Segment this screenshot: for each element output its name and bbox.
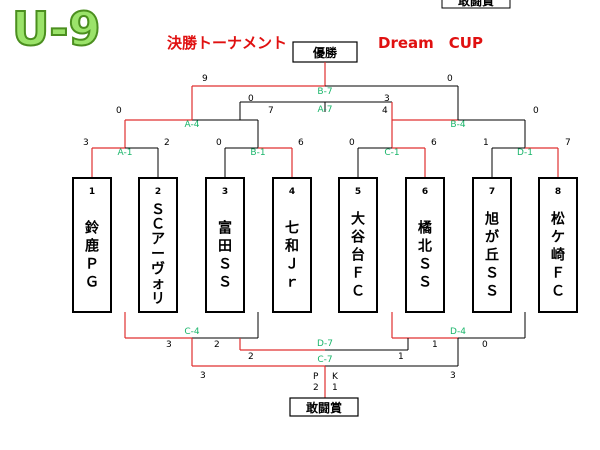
upper-scores: 3 2 0 6 0 6 1 7 0 7 3 0 0 4 9 0 xyxy=(83,74,571,148)
match-label-b1: B-1 xyxy=(250,148,265,158)
top-right-box xyxy=(441,0,511,9)
team-number: 8 xyxy=(555,187,561,197)
team-name: 七和Ｊｒ xyxy=(285,220,299,290)
title-dream-cup: Dream CUP xyxy=(378,34,483,52)
score-d4-left: 1 xyxy=(432,340,438,350)
score-b7-left: 9 xyxy=(202,74,208,84)
pk-k-label: K xyxy=(332,372,339,382)
team-name: 富田ＳＳ xyxy=(218,219,232,290)
score-a4-right: 7 xyxy=(268,106,274,116)
team-box-3: 3 富田ＳＳ xyxy=(205,177,245,313)
pk-p-label: P xyxy=(313,372,319,382)
match-label-d4: D-4 xyxy=(450,327,466,337)
team-box-frame xyxy=(205,177,245,313)
score-a1-left: 3 xyxy=(83,138,89,148)
team-box-frame xyxy=(272,177,312,313)
team-box-frame xyxy=(138,177,178,313)
match-label-b7: B-7 xyxy=(317,87,332,97)
team-name: 松ケ崎ＦＣ xyxy=(551,210,565,299)
match-label-c7: C-7 xyxy=(317,355,332,365)
team-number: 1 xyxy=(89,187,95,197)
team-box-4: 4 七和Ｊｒ xyxy=(272,177,312,313)
team-box-6: 6 橘北ＳＳ xyxy=(405,177,445,313)
team-box-frame xyxy=(472,177,512,313)
champion-label: 優勝 xyxy=(312,45,338,60)
score-c1-left: 0 xyxy=(349,138,355,148)
match-label-c4: C-4 xyxy=(184,327,200,337)
top-right-label: 敢闘賞 xyxy=(458,0,494,8)
fighting-spirit-label: 敢闘賞 xyxy=(306,400,342,415)
team-box-1: 1 鈴鹿ＰＧ xyxy=(72,177,112,313)
score-b1-left: 0 xyxy=(216,138,222,148)
title-final-tournament: 決勝トーナメント xyxy=(167,34,287,52)
team-box-frame xyxy=(338,177,378,313)
team-box-5: 5 大谷台ＦＣ xyxy=(338,177,378,313)
match-label-c1: C-1 xyxy=(384,148,399,158)
score-c1-right: 6 xyxy=(431,138,437,148)
team-number: 4 xyxy=(289,187,295,197)
score-b7-right: 0 xyxy=(447,74,453,84)
score-c7-right: 3 xyxy=(450,371,456,381)
team-box-frame xyxy=(72,177,112,313)
score-a7-right: 4 xyxy=(382,106,388,116)
score-d7-right: 1 xyxy=(398,352,404,362)
fighting-spirit-box xyxy=(289,397,359,417)
lower-match-labels: C-4 D-4 D-7 C-7 xyxy=(184,327,466,365)
team-number: 2 xyxy=(155,187,161,197)
score-a4-left: 0 xyxy=(116,106,122,116)
score-c4-left: 3 xyxy=(166,340,172,350)
match-label-a7: A-7 xyxy=(318,105,333,115)
upper-match-labels: A-1 B-1 C-1 D-1 A-4 B-4 A-7 B-7 xyxy=(118,87,533,158)
match-label-b4: B-4 xyxy=(450,120,465,130)
match-label-a4: A-4 xyxy=(185,120,200,130)
score-b1-right: 6 xyxy=(298,138,304,148)
team-box-frame xyxy=(405,177,445,313)
team-name: 橘北ＳＳ xyxy=(417,220,432,290)
pk-right-score: 1 xyxy=(332,383,338,393)
score-d1-left: 1 xyxy=(483,138,489,148)
team-name: ＳＣアーヴォリ xyxy=(151,202,165,307)
score-d7-left: 2 xyxy=(248,352,254,362)
score-a1-right: 2 xyxy=(164,138,170,148)
team-number: 6 xyxy=(422,187,428,197)
team-name: 鈴鹿ＰＧ xyxy=(84,219,100,290)
score-a7-left: 0 xyxy=(248,94,254,104)
team-number: 3 xyxy=(222,187,228,197)
score-d1-right: 7 xyxy=(565,138,571,148)
team-name: 旭が丘ＳＳ xyxy=(484,210,500,299)
team-box-7: 7 旭が丘ＳＳ xyxy=(472,177,512,313)
score-b4-right: 0 xyxy=(533,106,539,116)
team-number: 5 xyxy=(355,187,361,197)
pk-left-score: 2 xyxy=(313,383,319,393)
team-box-8: 8 松ケ崎ＦＣ xyxy=(538,177,578,313)
team-number: 7 xyxy=(489,187,495,197)
match-label-a1: A-1 xyxy=(118,148,133,158)
logo-u9: U-9 xyxy=(12,2,100,56)
score-c4-right: 2 xyxy=(214,340,220,350)
score-d4-right: 0 xyxy=(482,340,488,350)
lower-scores: 3 2 1 0 2 1 3 3 xyxy=(166,340,488,381)
score-b4-left: 3 xyxy=(384,94,390,104)
team-name: 大谷台ＦＣ xyxy=(351,210,366,299)
match-label-d1: D-1 xyxy=(517,148,533,158)
team-box-frame xyxy=(538,177,578,313)
score-c7-left: 3 xyxy=(200,371,206,381)
match-label-d7: D-7 xyxy=(317,339,333,349)
